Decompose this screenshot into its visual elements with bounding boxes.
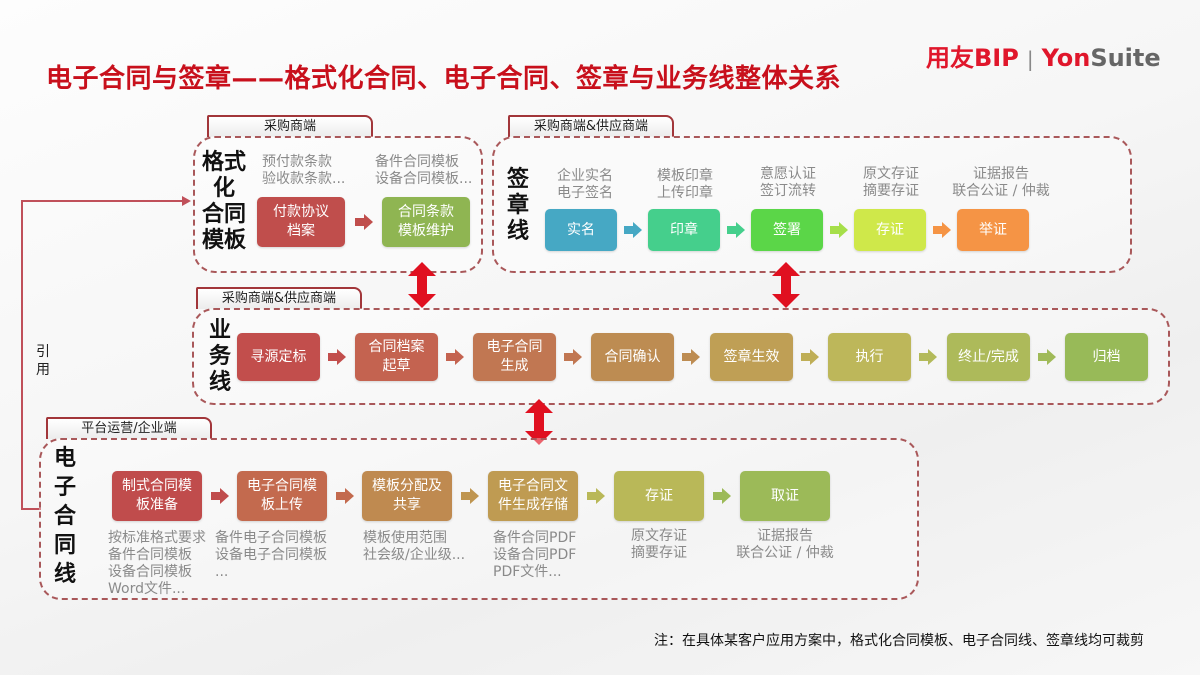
logo: 用友BIP | YonSuite	[926, 38, 1161, 73]
seal-step-stamp[interactable]: 印章	[648, 209, 720, 251]
arrow-right-icon	[801, 349, 819, 365]
cite-line-bottom	[21, 508, 41, 510]
footer-note: 注：在具体某客户应用方案中，格式化合同模板、电子合同线、签章线均可裁剪	[654, 633, 1144, 649]
arrow-right-icon	[446, 349, 464, 365]
logo-brand-yon: Yon	[1041, 44, 1091, 72]
template-note-payment: 预付款条款 验收款条款...	[262, 154, 346, 187]
seal-note-proof: 证据报告 联合公证 / 仲裁	[952, 166, 1050, 199]
contract-clause-box[interactable]: 合同条款 模板维护	[382, 197, 470, 247]
arrow-right-icon	[355, 214, 373, 230]
econtract-step-upload[interactable]: 电子合同模 板上传	[237, 471, 327, 521]
business-step-effective[interactable]: 签章生效	[710, 333, 793, 381]
cite-line-top	[21, 200, 183, 202]
business-step-archive[interactable]: 归档	[1065, 333, 1148, 381]
business-step-sourcing[interactable]: 寻源定标	[237, 333, 320, 381]
seal-step-proof[interactable]: 举证	[957, 209, 1029, 251]
cite-line-vertical	[21, 200, 23, 509]
arrow-right-icon	[830, 222, 848, 238]
seal-panel-label: 签 章 线	[506, 167, 529, 244]
arrow-right-icon	[727, 222, 745, 238]
econtract-step-evidence[interactable]: 存证	[614, 471, 704, 521]
econtract-note-retrieve: 证据报告 联合公证 / 仲裁	[736, 528, 834, 561]
business-step-complete[interactable]: 终止/完成	[947, 333, 1030, 381]
seal-note-realname: 企业实名 电子签名	[557, 168, 613, 201]
business-step-execute[interactable]: 执行	[828, 333, 911, 381]
business-step-generate[interactable]: 电子合同 生成	[473, 333, 556, 381]
econtract-note-prepare: 按标准格式要求 备件合同模板 设备合同模板 Word文件...	[108, 530, 206, 597]
logo-separator: |	[1026, 47, 1034, 71]
double-arrow-icon	[525, 399, 553, 445]
logo-brand-suite: Suite	[1090, 44, 1161, 72]
arrow-right-icon	[336, 488, 354, 504]
business-panel-label: 业 务 线	[208, 318, 231, 395]
arrow-right-icon	[933, 222, 951, 238]
econtract-note-upload: 备件电子合同模板 设备电子合同模板 ...	[215, 530, 327, 580]
double-arrow-icon	[772, 262, 800, 308]
business-step-confirm[interactable]: 合同确认	[591, 333, 674, 381]
seal-step-evidence[interactable]: 存证	[854, 209, 926, 251]
cite-label: 引 用	[36, 344, 50, 378]
econtract-note-evidence: 原文存证 摘要存证	[631, 528, 687, 561]
seal-note-stamp: 模板印章 上传印章	[657, 168, 713, 201]
econtract-step-store[interactable]: 电子合同文 件生成存储	[488, 471, 578, 521]
seal-note-evidence: 原文存证 摘要存证	[863, 166, 919, 199]
double-arrow-icon	[408, 262, 436, 308]
arrow-right-icon	[328, 349, 346, 365]
seal-panel	[492, 136, 1132, 273]
payment-agreement-box[interactable]: 付款协议 档案	[257, 197, 345, 247]
econtract-panel-label: 电 子 合 同 线	[53, 446, 76, 587]
econtract-note-share: 模板使用范围 社会级/企业级...	[363, 530, 466, 563]
page-title: 电子合同与签章——格式化合同、电子合同、签章与业务线整体关系	[46, 64, 842, 94]
template-note-contract: 备件合同模板 设备合同模板...	[375, 154, 473, 187]
template-panel-label: 格式 化 合同 模板	[201, 150, 246, 253]
arrow-right-icon	[1038, 349, 1056, 365]
econtract-step-retrieve[interactable]: 取证	[740, 471, 830, 521]
seal-step-realname[interactable]: 实名	[545, 209, 617, 251]
seal-panel-tag: 采购商端&供应商端	[508, 115, 674, 137]
template-panel-tag: 采购商端	[207, 115, 373, 137]
arrow-right-icon	[624, 222, 642, 238]
econtract-panel-tag: 平台运营/企业端	[46, 417, 212, 439]
business-step-draft[interactable]: 合同档案 起草	[355, 333, 438, 381]
logo-brand-cn: 用友BIP	[926, 44, 1019, 72]
seal-note-sign: 意愿认证 签订流转	[760, 166, 816, 199]
arrow-right-icon	[211, 488, 229, 504]
arrow-right-icon	[919, 349, 937, 365]
arrow-right-icon	[713, 488, 731, 504]
arrow-right-icon	[564, 349, 582, 365]
arrow-right-icon	[461, 488, 479, 504]
econtract-step-prepare[interactable]: 制式合同模 板准备	[112, 471, 202, 521]
business-panel-tag: 采购商端&供应商端	[196, 287, 362, 309]
arrow-right-icon	[587, 488, 605, 504]
arrow-right-icon	[682, 349, 700, 365]
cite-arrowhead-icon	[182, 196, 191, 206]
seal-step-sign[interactable]: 签署	[751, 209, 823, 251]
econtract-step-share[interactable]: 模板分配及 共享	[362, 471, 452, 521]
econtract-note-store: 备件合同PDF 设备合同PDF PDF文件...	[493, 530, 577, 580]
